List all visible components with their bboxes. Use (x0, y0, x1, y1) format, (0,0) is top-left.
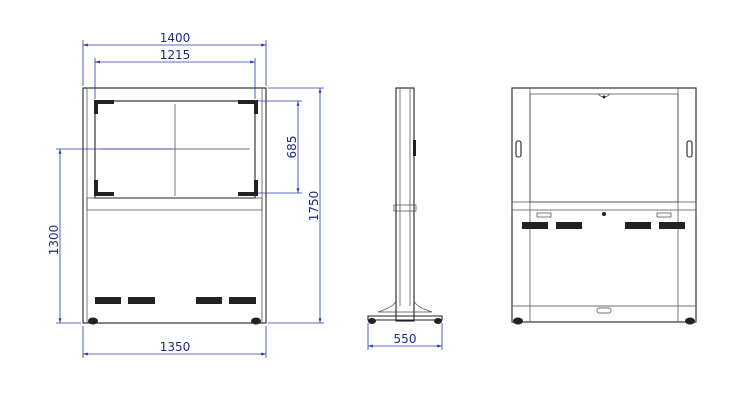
dim-overall-height: 1750 (307, 191, 321, 222)
rear-foot-right (685, 317, 695, 325)
dim-screen-height: 685 (285, 136, 299, 159)
side-foot-front (368, 318, 376, 324)
rear-vents (522, 222, 685, 229)
dim-overall-width: 1400 (160, 31, 191, 45)
vent (229, 297, 256, 304)
foot-right (251, 317, 261, 325)
vent (95, 297, 121, 304)
vent (196, 297, 222, 304)
bracket-bottom-left (94, 192, 114, 196)
dim-base-depth: 550 (394, 332, 417, 346)
front-vents (95, 297, 256, 304)
side-bracket (393, 204, 417, 212)
dim-screen-width: 1215 (160, 48, 191, 62)
screen-bottom-bezel (86, 197, 263, 211)
vent (522, 222, 548, 229)
rear-cabinet-outline (511, 87, 697, 323)
side-view: 550 (367, 87, 443, 350)
dim-base-width: 1350 (160, 340, 191, 354)
rear-handle-right (686, 140, 693, 158)
bracket-top-right (238, 100, 258, 104)
vent (625, 222, 651, 229)
bracket-top-left (94, 100, 114, 104)
vent (659, 222, 685, 229)
rear-bottom-handle (596, 307, 612, 314)
side-foot-rear (434, 318, 442, 324)
front-view: 1400 1215 685 1750 1300 1350 (47, 31, 324, 358)
rear-foot-left (513, 317, 523, 325)
rear-screen-back (529, 93, 679, 203)
vent (556, 222, 582, 229)
rear-handle-left (515, 140, 522, 158)
foot-left (88, 317, 98, 325)
side-handle (413, 140, 416, 156)
vent (128, 297, 155, 304)
bracket-bottom-right (238, 192, 258, 196)
dim-center-height: 1300 (47, 225, 61, 256)
rear-view (511, 87, 697, 325)
front-cabinet-outline (82, 87, 267, 324)
side-column (395, 87, 415, 322)
side-base (367, 315, 443, 321)
